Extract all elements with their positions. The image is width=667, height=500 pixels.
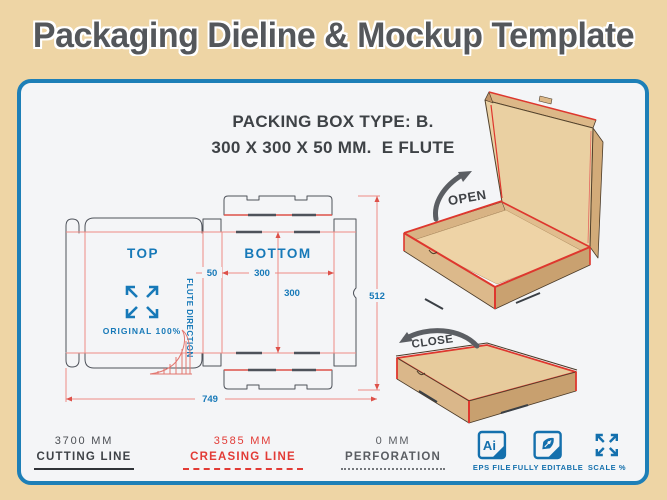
perforation-label: PERFORATION bbox=[344, 450, 442, 463]
legend-cutting-line: 3700 MM CUTTING LINE bbox=[34, 435, 134, 471]
creasing-line-sample bbox=[183, 468, 303, 471]
heading-line2: 300 X 300 X 50 MM. E FLUTE bbox=[211, 138, 455, 158]
creasing-line-value: 3585 MM bbox=[213, 435, 273, 447]
cutting-line-value: 3700 MM bbox=[54, 435, 114, 447]
perforation-sample bbox=[341, 468, 445, 471]
box-spec-heading: PACKING BOX TYPE: B. 300 X 300 X 50 MM. … bbox=[21, 109, 645, 162]
cutting-line-label: CUTTING LINE bbox=[36, 450, 132, 463]
ai-icon-text: Ai bbox=[483, 438, 496, 453]
cutting-line-sample bbox=[34, 468, 134, 471]
legend-perforation: 0 MM PERFORATION bbox=[341, 435, 445, 471]
badge-fully-editable: FULLY EDITABLE bbox=[513, 430, 584, 472]
ai-eps-icon: Ai bbox=[477, 430, 507, 460]
heading-line1: PACKING BOX TYPE: B. bbox=[232, 112, 434, 131]
creasing-line-label: CREASING LINE bbox=[190, 450, 296, 463]
pen-nib-icon bbox=[533, 430, 563, 460]
scale-label: SCALE % bbox=[587, 463, 627, 472]
fully-editable-label: FULLY EDITABLE bbox=[512, 463, 584, 472]
badge-eps-file: Ai EPS FILE bbox=[473, 430, 511, 472]
eps-file-label: EPS FILE bbox=[472, 463, 512, 472]
scale-arrows-icon bbox=[595, 433, 619, 457]
page-title: Packaging Dieline & Mockup Template bbox=[32, 16, 635, 55]
perforation-value: 0 MM bbox=[375, 435, 411, 447]
template-panel: PACKING BOX TYPE: B. 300 X 300 X 50 MM. … bbox=[17, 79, 649, 485]
badge-scale: SCALE % bbox=[588, 430, 626, 472]
legend-creasing-line: 3585 MM CREASING LINE bbox=[183, 435, 303, 471]
